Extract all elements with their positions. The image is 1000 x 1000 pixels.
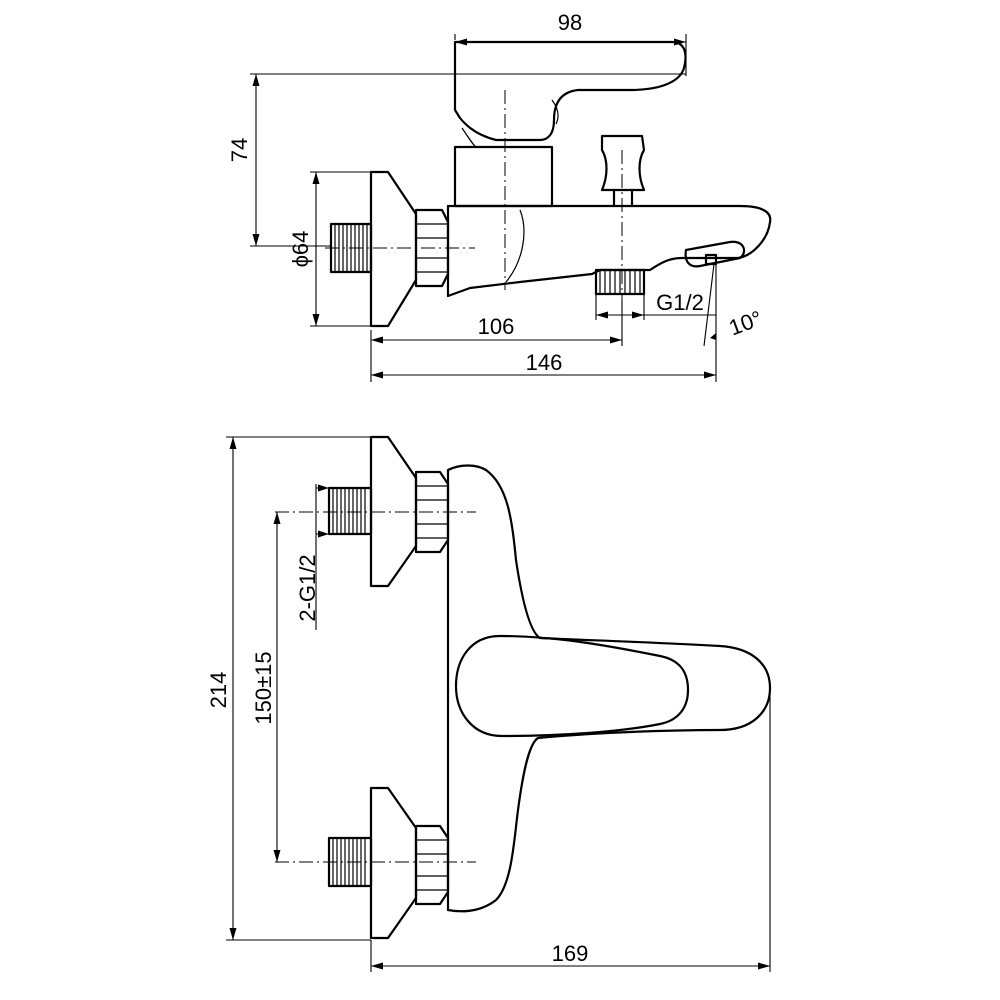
aerator-side xyxy=(684,240,746,268)
outlet-thread-side xyxy=(594,268,646,296)
cartridge-cylinder xyxy=(453,145,554,208)
dim-spout-offset-label: 106 xyxy=(478,314,515,339)
dimension-spout-angle: 10° xyxy=(703,263,766,347)
hex-nut-lower xyxy=(414,824,450,906)
mixer-body-plan xyxy=(446,464,772,913)
mixer-body-side xyxy=(446,204,772,298)
dimension-spout-offset: 106 xyxy=(370,300,623,346)
dim-inlet-spacing-label: 150±15 xyxy=(251,651,276,724)
dimension-length: 146 xyxy=(370,346,717,382)
lever-handle-side xyxy=(453,40,687,142)
dimension-diameter: ϕ64 xyxy=(288,171,371,327)
dim-length-label: 146 xyxy=(526,350,563,375)
dimension-height: 74 xyxy=(227,73,686,247)
dim-diameter-label: ϕ64 xyxy=(288,231,313,268)
dim-total-height-label: 214 xyxy=(206,672,231,709)
wall-flange-side xyxy=(369,170,418,328)
dim-spout-angle-label: 10° xyxy=(726,306,766,341)
dim-inlet-threads-label: 2-G1/2 xyxy=(295,554,320,621)
dim-outlet-thread-label: G1/2 xyxy=(656,290,704,315)
side-elevation-view: 98 74 ϕ64 106 146 G1 xyxy=(227,10,772,382)
diverter-knob xyxy=(600,134,646,208)
dimension-outlet-thread: G1/2 xyxy=(595,290,716,320)
lever-recess-oval xyxy=(454,634,690,738)
dim-top-width-label: 98 xyxy=(558,10,582,35)
dim-height-label: 74 xyxy=(227,138,252,162)
dimension-total-height: 214 xyxy=(206,436,371,941)
dimension-width-top: 98 xyxy=(454,10,687,76)
plan-view: 214 150±15 2-G1/2 169 xyxy=(206,435,772,972)
dim-depth-label: 169 xyxy=(552,941,589,966)
dimension-depth: 169 xyxy=(370,690,771,972)
dimension-inlet-spacing: 150±15 xyxy=(251,512,281,862)
wall-flange-lower xyxy=(369,786,418,940)
inlet-thread-upper xyxy=(327,486,373,536)
dimension-inlet-threads: 2-G1/2 xyxy=(295,484,329,630)
